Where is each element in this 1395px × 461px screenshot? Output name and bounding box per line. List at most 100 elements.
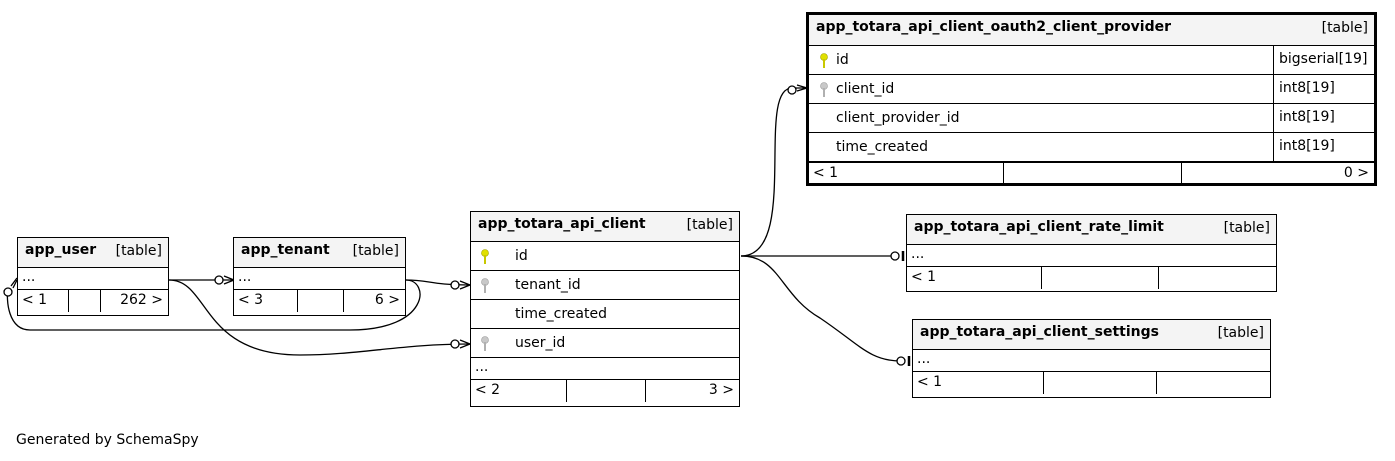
table-app-user[interactable]: app_user [table] ... < 1 262 >	[17, 237, 169, 316]
table-type: [table]	[115, 243, 162, 259]
table-settings[interactable]: app_totara_api_client_settings [table] .…	[912, 319, 1271, 398]
footer-mid	[1042, 267, 1159, 289]
table-header: app_totara_api_client [table]	[471, 212, 739, 242]
footer-mid	[1044, 372, 1157, 394]
children-link[interactable]: 0 >	[1343, 165, 1369, 181]
ellipsis-text: ...	[22, 269, 36, 285]
column-row[interactable]: client_id int8[19]	[809, 75, 1374, 104]
table-type: [table]	[1321, 20, 1368, 36]
table-rate-limit[interactable]: app_totara_api_client_rate_limit [table]…	[906, 214, 1277, 292]
marker-optional	[214, 275, 224, 285]
more-columns: ...	[913, 350, 1270, 372]
marker-optional	[450, 280, 460, 290]
column-name: client_provider_id	[836, 110, 960, 126]
marker-optional	[896, 356, 906, 366]
column-name: id	[836, 52, 849, 68]
table-footer: < 1 262 >	[18, 290, 168, 312]
column-row[interactable]: user_id	[471, 329, 739, 358]
column-type: bigserial[19]	[1273, 46, 1374, 74]
marker-many	[459, 339, 471, 349]
table-footer: < 3 6 >	[234, 290, 405, 312]
marker-optional	[3, 287, 13, 297]
children-link[interactable]: 262 >	[120, 292, 163, 308]
primary-key-icon	[820, 53, 828, 68]
foreign-key-icon	[820, 82, 828, 97]
table-type: [table]	[1217, 325, 1264, 341]
footer-mid	[298, 290, 344, 312]
generated-by-text: Generated by SchemaSpy	[16, 432, 199, 448]
table-type: [table]	[1223, 220, 1270, 236]
table-footer: < 1	[913, 372, 1270, 394]
children-link[interactable]: 3 >	[708, 382, 734, 398]
parents-link[interactable]: < 3	[234, 290, 298, 312]
table-oauth2-client-provider[interactable]: app_totara_api_client_oauth2_client_prov…	[806, 12, 1377, 186]
column-name: id	[515, 248, 528, 264]
column-row[interactable]: time_created	[471, 300, 739, 329]
column-type: int8[19]	[1273, 75, 1374, 103]
marker-optional	[890, 251, 900, 261]
children-link[interactable]	[1157, 372, 1270, 394]
table-header: app_totara_api_client_rate_limit [table]	[907, 215, 1276, 245]
marker-many	[796, 84, 808, 92]
table-type: [table]	[686, 217, 733, 233]
table-footer: < 1 0 >	[809, 162, 1374, 184]
relation-client-settings	[740, 255, 902, 362]
parents-link[interactable]: < 1	[913, 372, 1044, 394]
primary-key-icon	[481, 249, 489, 264]
table-header: app_user [table]	[18, 238, 168, 268]
column-row[interactable]: tenant_id	[471, 271, 739, 300]
table-header: app_totara_api_client_oauth2_client_prov…	[809, 15, 1374, 46]
foreign-key-icon	[481, 278, 489, 293]
relation-client-oauth2-provider	[740, 87, 807, 257]
parents-link[interactable]: < 1	[907, 267, 1042, 289]
table-name: app_user	[25, 242, 97, 258]
column-row[interactable]: id bigserial[19]	[809, 46, 1374, 75]
table-name: app_totara_api_client	[478, 216, 646, 232]
parents-link[interactable]: < 2	[471, 380, 567, 402]
table-name: app_tenant	[241, 242, 330, 258]
table-header: app_totara_api_client_settings [table]	[913, 320, 1270, 350]
table-name: app_totara_api_client_rate_limit	[914, 219, 1164, 235]
ellipsis-text: ...	[911, 246, 925, 262]
children-link[interactable]: 6 >	[374, 292, 400, 308]
column-type: int8[19]	[1273, 133, 1374, 161]
column-name: time_created	[515, 306, 607, 322]
footer-mid	[69, 290, 101, 312]
marker-optional	[787, 85, 797, 95]
table-type: [table]	[352, 243, 399, 259]
table-footer: < 1	[907, 267, 1276, 289]
ellipsis-text: ...	[475, 359, 489, 375]
more-columns: ...	[907, 245, 1276, 267]
relation-user-client	[168, 279, 471, 356]
column-row[interactable]: client_provider_id int8[19]	[809, 104, 1374, 133]
marker-many	[459, 280, 471, 290]
parents-link[interactable]: < 1	[809, 163, 1004, 184]
column-name: time_created	[836, 139, 928, 155]
children-link[interactable]	[1159, 267, 1276, 289]
column-name: tenant_id	[515, 277, 581, 293]
parents-link[interactable]: < 1	[18, 290, 69, 312]
table-api-client[interactable]: app_totara_api_client [table] id tenant_…	[470, 211, 740, 407]
column-type: int8[19]	[1273, 104, 1374, 132]
table-footer: < 2 3 >	[471, 380, 739, 402]
more-columns: ...	[234, 268, 405, 290]
ellipsis-text: ...	[917, 351, 931, 367]
column-row[interactable]: time_created int8[19]	[809, 133, 1374, 162]
table-app-tenant[interactable]: app_tenant [table] ... < 3 6 >	[233, 237, 406, 316]
footer-mid	[567, 380, 646, 402]
table-name: app_totara_api_client_oauth2_client_prov…	[816, 19, 1171, 35]
column-name: user_id	[515, 335, 566, 351]
more-columns: ...	[18, 268, 168, 290]
relation-tenant-user	[6, 279, 421, 331]
marker-many	[10, 277, 18, 289]
column-name: client_id	[836, 81, 895, 97]
marker-many	[223, 275, 235, 285]
relation-tenant-client	[405, 279, 471, 286]
footer-mid	[1004, 163, 1182, 184]
foreign-key-icon	[481, 336, 489, 351]
ellipsis-text: ...	[238, 269, 252, 285]
column-row[interactable]: id	[471, 242, 739, 271]
table-name: app_totara_api_client_settings	[920, 324, 1159, 340]
table-header: app_tenant [table]	[234, 238, 405, 268]
